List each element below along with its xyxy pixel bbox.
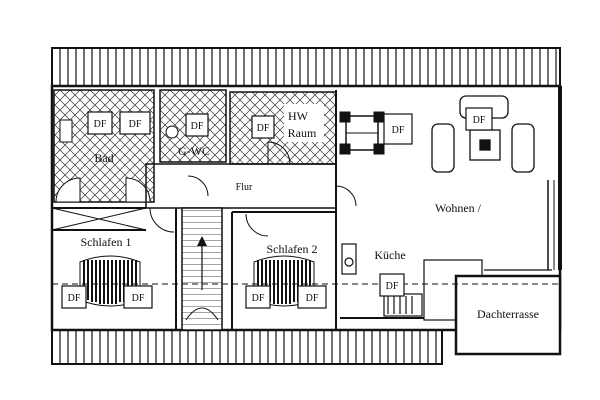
roof-bottom bbox=[51, 329, 443, 365]
label-dachterrasse: Dachterrasse bbox=[477, 307, 539, 321]
label-schlafen-2: Schlafen 2 bbox=[267, 242, 318, 256]
svg-text:DF: DF bbox=[252, 293, 265, 304]
label-flur: Flur bbox=[236, 182, 253, 193]
skylight-gwc: DF bbox=[185, 113, 209, 137]
svg-text:DF: DF bbox=[473, 115, 486, 126]
sofa-group bbox=[431, 95, 535, 173]
dining-table bbox=[339, 111, 385, 155]
room-labels: Bad G-WC HW Raum Flur Wohnen / Küche Sch… bbox=[81, 109, 539, 321]
skylight-schlafen2-left: DF bbox=[245, 285, 271, 309]
svg-text:DF: DF bbox=[386, 281, 399, 292]
svg-text:DF: DF bbox=[257, 123, 270, 134]
skylight-kueche: DF bbox=[379, 273, 405, 297]
label-hw-line2: Raum bbox=[288, 126, 317, 140]
svg-text:DF: DF bbox=[306, 293, 319, 304]
skylights: DF DF DF DF DF DF DF DF bbox=[61, 107, 493, 309]
skylight-schlafen2-right: DF bbox=[297, 285, 327, 309]
svg-text:DF: DF bbox=[132, 293, 145, 304]
room-gwc bbox=[159, 89, 227, 163]
skylight-hw: DF bbox=[251, 115, 275, 139]
skylight-bad-1: DF bbox=[87, 111, 113, 135]
staircase bbox=[181, 207, 223, 331]
room-bad bbox=[53, 89, 155, 203]
skylight-dining: DF bbox=[383, 113, 413, 145]
svg-text:DF: DF bbox=[191, 121, 204, 132]
svg-text:DF: DF bbox=[68, 293, 81, 304]
svg-text:DF: DF bbox=[129, 119, 142, 130]
skylight-schlafen1-right: DF bbox=[123, 285, 153, 309]
label-hw-line1: HW bbox=[288, 109, 309, 123]
label-bad: Bad bbox=[94, 151, 113, 165]
skylight-wohnen: DF bbox=[465, 107, 493, 131]
label-schlafen-1: Schlafen 1 bbox=[81, 235, 132, 249]
svg-text:DF: DF bbox=[392, 125, 405, 136]
room-dachterrasse bbox=[454, 180, 562, 356]
label-wohnen: Wohnen / bbox=[435, 201, 482, 215]
roof-top bbox=[51, 47, 561, 87]
skylight-schlafen1-left: DF bbox=[61, 285, 87, 309]
room-hw-raum bbox=[229, 91, 337, 165]
interior-walls bbox=[51, 90, 440, 330]
toilet-icon bbox=[165, 125, 179, 139]
label-gwc: G-WC bbox=[178, 144, 210, 158]
svg-text:DF: DF bbox=[94, 119, 107, 130]
label-kueche: Küche bbox=[374, 248, 405, 262]
skylight-bad-2: DF bbox=[119, 111, 151, 135]
